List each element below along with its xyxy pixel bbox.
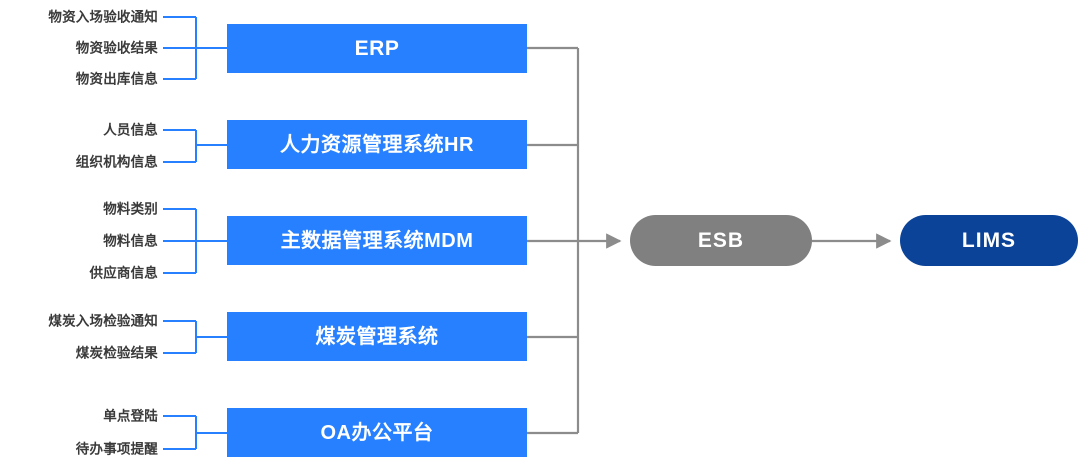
source-label-erp-1: 物资入场验收通知 [48,9,158,25]
system-box-erp[interactable]: ERP [227,24,527,73]
lims-node[interactable]: LIMS [900,215,1078,266]
wire-group-mdm [163,208,227,274]
wire-group-coal [163,320,227,354]
wire-bus-to-esb [527,46,622,435]
system-box-oa[interactable]: OA办公平台 [227,408,527,457]
system-box-coal[interactable]: 煤炭管理系统 [227,312,527,361]
wire-group-erp [163,16,227,80]
source-label-oa-2: 待办事项提醒 [75,441,158,457]
source-label-coal-1: 煤炭入场检验通知 [48,313,158,329]
esb-node[interactable]: ESB [630,215,812,266]
source-label-hr-1: 人员信息 [103,122,158,138]
source-label-mdm-2: 物料信息 [103,233,158,249]
source-label-hr-2: 组织机构信息 [75,154,158,170]
system-box-hr[interactable]: 人力资源管理系统HR [227,120,527,169]
source-label-mdm-3: 供应商信息 [89,265,158,281]
source-label-erp-3: 物资出库信息 [75,71,158,87]
system-box-mdm[interactable]: 主数据管理系统MDM [227,216,527,265]
source-label-oa-1: 单点登陆 [103,408,158,424]
source-label-erp-2: 物资验收结果 [75,40,158,56]
wire-group-hr [163,129,227,163]
source-label-coal-2: 煤炭检验结果 [75,345,158,361]
source-label-mdm-1: 物料类别 [103,201,158,217]
wire-group-oa [163,415,227,450]
